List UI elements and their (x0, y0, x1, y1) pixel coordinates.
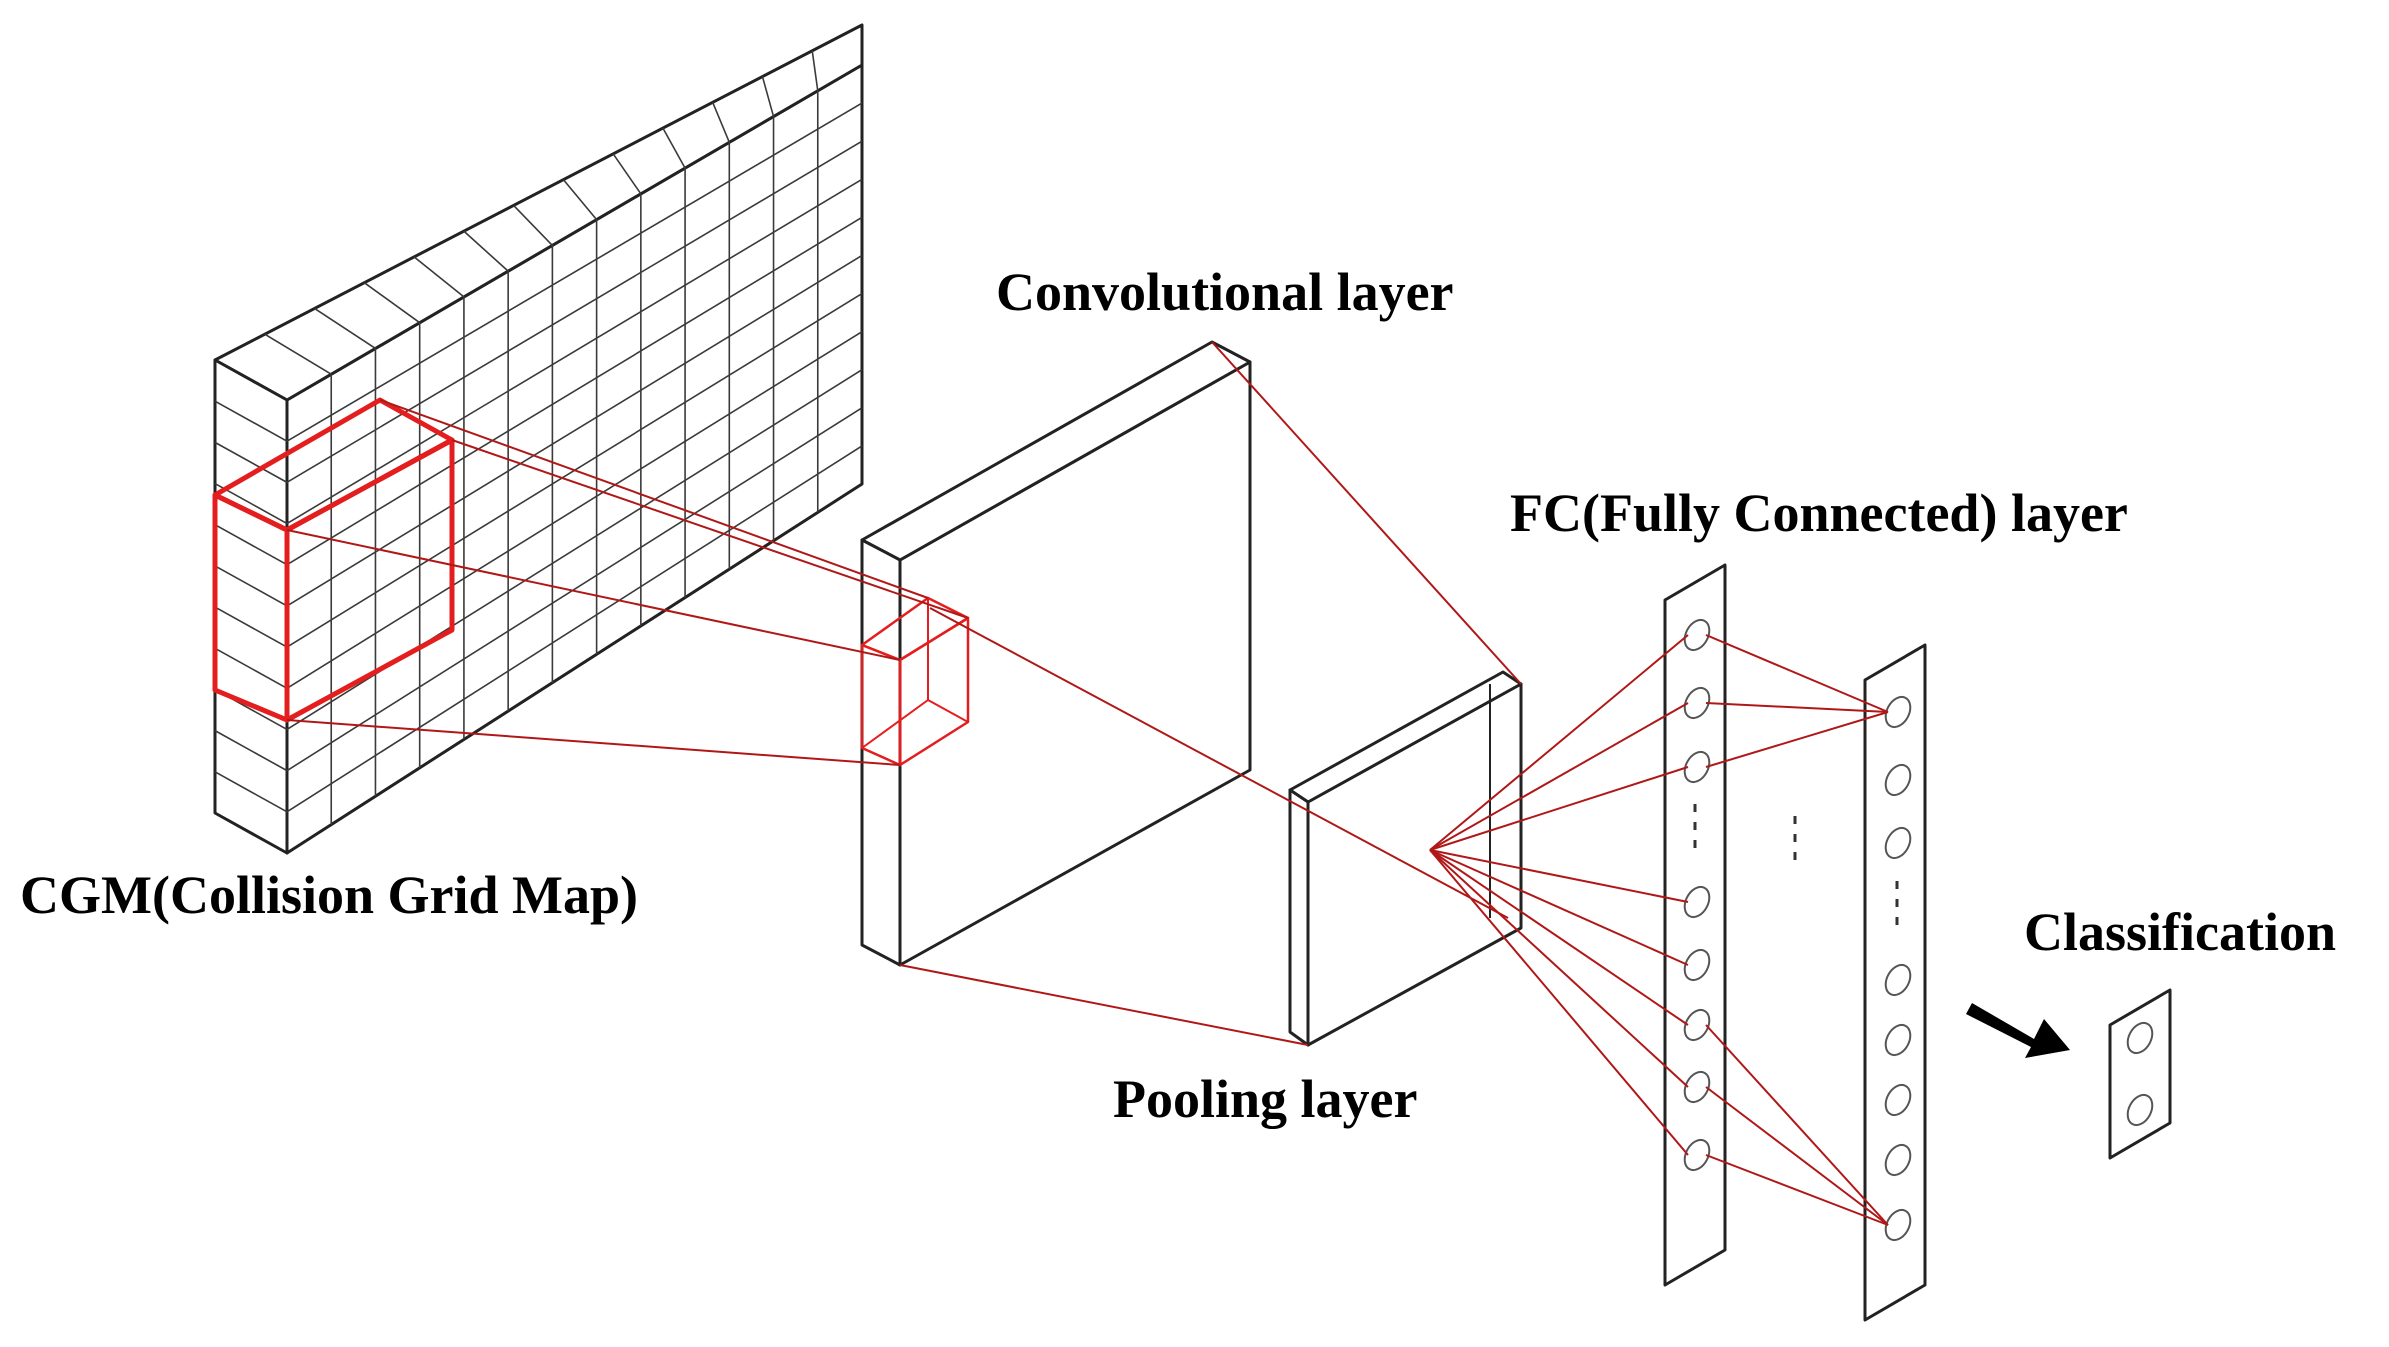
cgm-side-grid-line (214, 771, 288, 813)
cgm-side-grid-line (214, 647, 288, 689)
connection-line (1429, 766, 1689, 851)
collision-grid-map-block (212, 23, 864, 855)
fc1-neuron-node (1683, 1008, 1711, 1042)
connection-line (1705, 634, 1889, 713)
cgm-top-grid-line (711, 102, 731, 143)
fc1-ellipsis-dots (1693, 840, 1697, 848)
classification-block (2108, 988, 2172, 1160)
cgm-grid-row-line (286, 330, 863, 689)
connection-line (1705, 1154, 1889, 1226)
fc2-neuron-node (1884, 1208, 1912, 1242)
classification-label: Classification (2024, 902, 2337, 962)
connection-line (1429, 849, 1689, 903)
connection-line (1705, 1086, 1889, 1226)
cgm-top-grid-line (314, 307, 376, 350)
connection-line (929, 607, 1509, 919)
cgm-label: CGM(Collision Grid Map) (20, 865, 638, 925)
cgm-side-grid-line (214, 729, 288, 772)
cgm-top-grid-line (413, 256, 465, 298)
fc-layer-1-panel (1663, 563, 1727, 1287)
connection-line (1705, 1024, 1889, 1226)
fc-between-ellipsis-dots (1793, 834, 1797, 842)
connection-lines (286, 341, 1889, 1226)
cgm-top-grid-line (662, 127, 686, 169)
cgm-grid-row-line (286, 140, 863, 484)
classification-panel (2108, 988, 2172, 1160)
connection-line (1429, 849, 1689, 966)
fc2-neuron-node (1884, 1023, 1912, 1057)
cgm-side-grid-line (214, 606, 288, 648)
connection-line (451, 439, 969, 619)
fc2-ellipsis-dots (1895, 917, 1899, 925)
cgm-top-grid-line (264, 333, 332, 375)
cgm-top-grid-line (562, 179, 598, 221)
fc1-neuron-node (1683, 1138, 1711, 1172)
cgm-side-face (213, 358, 289, 855)
fc2-neuron-node (1884, 826, 1912, 860)
cgm-side-grid-line (214, 400, 288, 442)
fc2-neuron-node (1884, 763, 1912, 797)
connection-line (1429, 849, 1689, 1026)
classification-node (2126, 1021, 2154, 1055)
cgm-top-grid-line (513, 204, 553, 246)
convolutional-layer-block (860, 340, 1252, 967)
connection-line (1211, 341, 1522, 685)
fc1-neuron-node (1683, 885, 1711, 919)
fc1-neuron-node (1683, 750, 1711, 784)
cgm-side-grid-line (214, 524, 288, 566)
conv-side-face (860, 538, 902, 967)
cgm-top-grid-line (811, 50, 819, 91)
cgm-top-grid-line (761, 76, 775, 117)
cgm-grid-row-line (286, 102, 863, 442)
cgm-top-grid-line (363, 282, 421, 324)
connection-line (1429, 849, 1689, 1088)
connection-line (1429, 702, 1689, 851)
cgm-grid-row-line (286, 407, 863, 772)
fc1-neuron-node (1683, 618, 1711, 652)
classification-node (2126, 1093, 2154, 1127)
fc2-neuron-node (1884, 695, 1912, 729)
receptive-field-edge (927, 699, 969, 723)
connection-line (1705, 702, 1889, 713)
cgm-top-grid-line (612, 153, 642, 195)
fc2-neuron-node (1884, 963, 1912, 997)
fc-between-ellipsis-dots (1793, 852, 1797, 860)
fc1-ellipsis-dots (1693, 822, 1697, 830)
convolutional-layer-label: Convolutional layer (996, 262, 1454, 322)
cgm-side-grid-line (214, 565, 288, 607)
pooling-layer-block (1288, 670, 1523, 1047)
pool-side-face (1288, 788, 1310, 1047)
cgm-grid-row-line (286, 445, 863, 813)
connection-line (286, 529, 901, 661)
cgm-side-grid-line (214, 441, 288, 484)
fc2-neuron-node (1884, 1143, 1912, 1177)
fc1-ellipsis-dots (1693, 804, 1697, 812)
receptive-field-edge (861, 699, 929, 749)
fc1-neuron-node (1683, 686, 1711, 720)
arrow-icon (1966, 1003, 2070, 1058)
fc-between-ellipsis-dots (1793, 816, 1797, 824)
pooling-layer-label: Pooling layer (1113, 1069, 1418, 1129)
fc2-ellipsis-dots (1895, 899, 1899, 907)
connection-line (379, 399, 929, 599)
cgm-grid-row-line (286, 178, 863, 525)
cgm-grid-row-line (286, 254, 863, 607)
cgm-top-grid-line (463, 230, 509, 272)
connection-line (1429, 849, 1689, 1156)
fc1-neuron-node (1683, 1070, 1711, 1104)
cgm-grid-row-line (286, 216, 863, 566)
connection-line (899, 964, 1309, 1046)
fully-connected-layers (1663, 563, 1927, 1322)
fc2-ellipsis-dots (1895, 881, 1899, 889)
connection-line (1705, 711, 1889, 768)
connection-line (1429, 634, 1689, 851)
connection-line (286, 719, 901, 766)
fc1-neuron-node (1683, 948, 1711, 982)
kernel-highlight-front (284, 437, 455, 723)
fc2-neuron-node (1884, 1083, 1912, 1117)
fc-layer-label: FC(Fully Connected) layer (1510, 483, 2128, 543)
